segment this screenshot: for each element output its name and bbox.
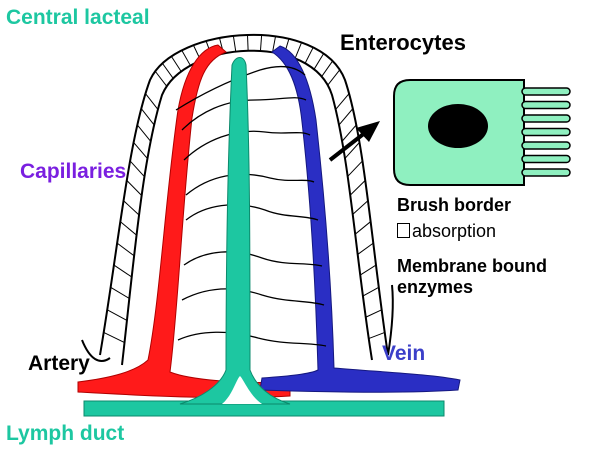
central-lacteal-label: Central lacteal [6,6,150,29]
epithelial-cell-division [154,70,168,87]
microvillus [521,154,571,164]
villus-epithelium [81,33,394,366]
capillary-network [175,65,327,347]
vein-vessel [259,45,461,393]
epithelial-cell-division [129,160,145,178]
epithelial-cell-division [362,286,379,297]
microvillus [521,87,571,96]
epithelial-cell-division [352,200,369,215]
epithelial-cell-division [321,60,333,77]
epithelial-cell-division [347,160,363,177]
absorption-text: absorption [412,221,497,241]
vein-label: Vein [382,342,426,365]
artery-label: Artery [28,352,90,375]
epithelial-cell-division [145,93,159,110]
membrane-bound-line1: Membrane bound [397,256,548,276]
brush-border-label: Brush border [397,195,512,215]
epithelial-cell-division [365,309,382,318]
epithelial-cell-division [133,142,148,159]
epithelial-cell-division [344,142,360,159]
epithelial-cell-division [304,47,314,64]
checkbox-glyph-icon [397,223,410,238]
epithelial-cell-division [294,42,302,59]
microvillus [521,141,571,150]
epithelial-cell-division [335,93,350,110]
epithelial-cell-division [368,331,385,340]
enterocyte-cell [393,79,571,186]
epithelial-cell-division [181,50,191,66]
epithelial-cell-division [119,221,137,236]
epithelial-cell-division [272,36,276,53]
microvillus [521,114,571,123]
epithelial-cell-division [162,63,174,79]
artery-vessel [77,44,291,399]
epithelial-cell-division [247,34,249,51]
epithelial-cell-division [338,108,354,126]
absorption-label: absorption [397,221,496,242]
nucleus-shape [428,104,488,148]
epithelial-cell-division [116,242,135,257]
microvillus [521,168,571,177]
epithelial-cell-division [126,180,142,196]
epithelial-cell-division [140,108,155,126]
enterocytes-label: Enterocytes [340,30,466,55]
capillaries-label: Capillaries [20,160,127,183]
epithelial-cell-division [313,53,325,70]
epithelial-cell-division [123,200,140,216]
membrane-bound-line2: enzymes [397,276,474,297]
epithelial-cell-division [327,69,341,86]
central-lacteal-vessel [179,57,291,405]
epithelial-cell-division [113,264,132,278]
epithelial-cell-division [354,221,371,235]
epithelial-cell-division [107,309,128,321]
epithelial-cell-division [170,56,182,72]
epithelial-cell-division [136,124,152,142]
epithelial-cell-division [232,35,237,52]
epithelial-cell-division [359,264,377,276]
lymph-duct-label: Lymph duct [6,422,125,445]
epithelial-cell-division [349,180,366,196]
epithelial-cell-division [103,331,125,344]
microvillus [521,100,571,110]
epithelial-cell-division [259,35,263,52]
enterocyte-pointer-arrow [328,121,380,162]
epithelial-cell-division [357,242,374,255]
microvillus [521,127,571,137]
epithelial-cell-division [341,124,357,142]
epithelial-cell-division [110,286,130,299]
